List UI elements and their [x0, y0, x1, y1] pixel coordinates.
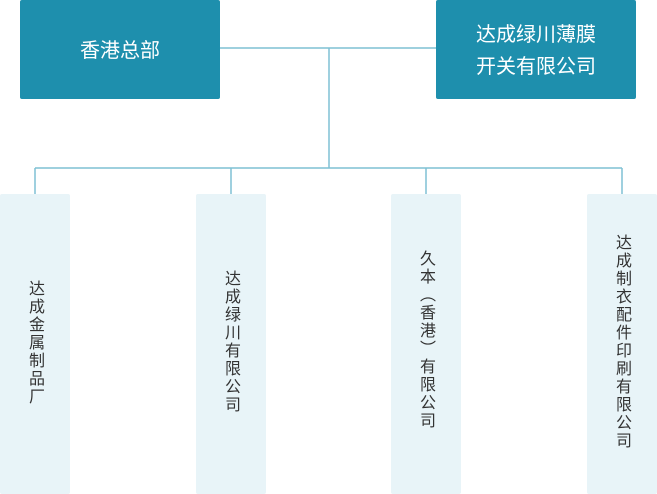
headquarters-label: 香港总部 — [80, 37, 160, 62]
subsidiary-box: 达成制衣配件印刷有限公司 — [587, 194, 657, 494]
subsidiary-label: 久本（香港）有限公司 — [417, 250, 436, 430]
subsidiary-box: 达成绿川有限公司 — [196, 194, 266, 494]
company-label-line1: 达成绿川薄膜 — [476, 21, 596, 46]
subsidiary-box: 达成金属制品厂 — [0, 194, 70, 494]
subsidiary-label: 达成制衣配件印刷有限公司 — [613, 234, 632, 450]
subsidiary-box: 久本（香港）有限公司 — [391, 194, 461, 494]
subsidiary-label: 达成金属制品厂 — [26, 280, 45, 406]
company-box: 达成绿川薄膜 开关有限公司 — [436, 0, 636, 99]
subsidiary-label: 达成绿川有限公司 — [222, 270, 241, 414]
headquarters-box: 香港总部 — [20, 0, 220, 99]
company-label-line2: 开关有限公司 — [476, 53, 596, 78]
